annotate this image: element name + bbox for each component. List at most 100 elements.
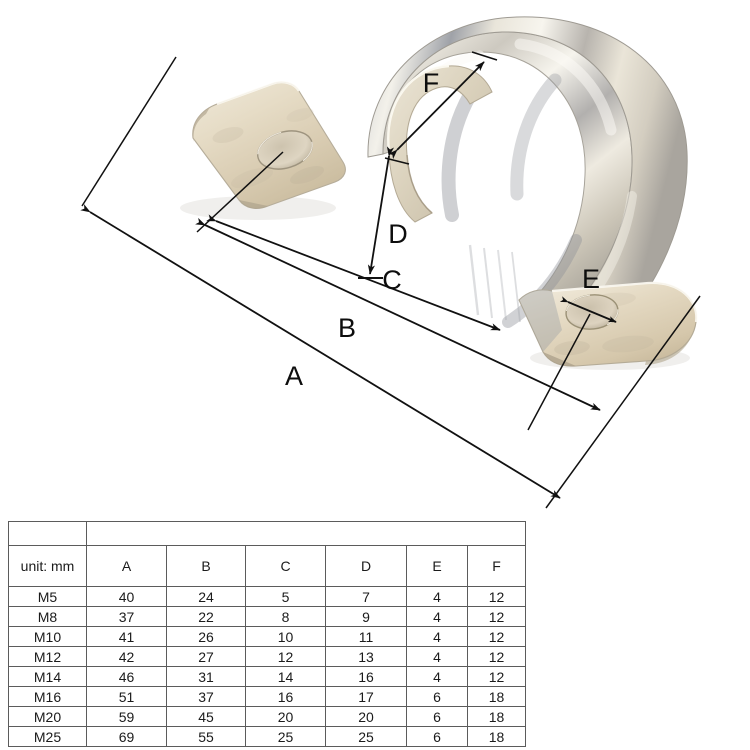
cell-b: 27 [166,646,246,667]
right-flange-edge-thickness [645,322,696,365]
clamp-diagram-svg: A B C D E F [80,16,701,509]
table-header-row: unit: mm A B C D E F [8,545,527,587]
dimension-spec-table: unit: mm A B C D E F M5 40 24 5 7 4 12 M… [8,521,527,747]
dimension-leader-B-right [527,313,591,431]
cell-c: 14 [245,666,326,687]
cell-f: 12 [466,666,527,687]
cell-d: 11 [325,626,407,647]
cell-b: 24 [166,586,246,607]
dimension-line-D [367,146,395,275]
column-header-a: A [86,545,167,587]
dimension-label-D: D [388,219,408,249]
table-row: M25 69 55 25 25 6 18 [8,726,527,747]
row-size: M14 [8,666,87,687]
dimension-line-B-arch-edge [206,214,501,331]
column-header-f: F [466,545,527,587]
cell-e: 4 [406,666,468,687]
table-row: M5 40 24 5 7 4 12 [8,586,527,607]
cell-b: 22 [166,606,246,627]
cell-c: 5 [245,586,326,607]
cell-e: 4 [406,606,468,627]
arch-brush-marks [468,244,521,323]
table-row: M8 37 22 8 9 4 12 [8,606,527,627]
cell-b: 26 [166,626,246,647]
cell-a: 59 [86,706,167,727]
table-row: M20 59 45 20 20 6 18 [8,706,527,727]
cell-a: 42 [86,646,167,667]
table-row: M10 41 26 10 11 4 12 [8,626,527,647]
cell-f: 12 [466,626,527,647]
dimension-label-A: A [285,361,303,391]
dimension-label-E: E [582,264,600,294]
cell-d: 16 [325,666,407,687]
cell-d: 20 [325,706,407,727]
cell-b: 31 [166,666,246,687]
dimension-label-C: C [382,265,402,295]
band-cell-span [85,521,527,546]
left-flange-texture [212,108,325,189]
cell-d: 25 [325,726,407,747]
row-size: M20 [8,706,87,727]
dimension-label-B: B [338,313,356,343]
dimension-line-A [80,204,561,499]
cell-d: 17 [325,686,407,707]
row-size: M25 [8,726,87,747]
dimension-label-F: F [423,68,440,98]
cell-c: 12 [245,646,326,667]
cell-d: 7 [325,586,407,607]
dimension-ext-A-right [545,295,701,509]
left-flange-top-edge [216,81,300,106]
cell-b: 45 [166,706,246,727]
cell-f: 12 [466,606,527,627]
row-size: M10 [8,626,87,647]
cell-e: 6 [406,686,468,707]
dimension-lines-group [80,51,701,509]
cell-a: 37 [86,606,167,627]
dimension-ext-A-left [81,56,177,207]
row-size: M5 [8,586,87,607]
cell-d: 9 [325,606,407,627]
cell-e: 4 [406,586,468,607]
arch-shadow-1 [441,88,477,222]
cell-a: 69 [86,726,167,747]
spec-table-container: unit: mm A B C D E F M5 40 24 5 7 4 12 M… [8,521,527,747]
cell-f: 12 [466,646,527,667]
dimension-ext-F-top [471,51,498,61]
column-header-c: C [245,545,326,587]
cell-e: 6 [406,726,468,747]
column-header-e: E [406,545,468,587]
cell-e: 6 [406,706,468,727]
unit-label-cell: unit: mm [8,545,87,587]
arch-shadow-2 [510,73,562,201]
table-row: M16 51 37 16 17 6 18 [8,686,527,707]
dimension-line-E [559,296,617,323]
dimension-ext-F-bottom [384,157,410,165]
cell-a: 51 [86,686,167,707]
row-size: M8 [8,606,87,627]
cell-b: 55 [166,726,246,747]
cell-f: 18 [466,726,527,747]
cell-a: 46 [86,666,167,687]
arch-highlight-2 [514,38,617,136]
dimension-line-F [387,61,485,160]
cell-b: 37 [166,686,246,707]
cell-c: 16 [245,686,326,707]
left-flange-edge-thickness [192,107,210,142]
table-row: M12 42 27 12 13 4 12 [8,646,527,667]
cell-f: 18 [466,686,527,707]
cell-a: 41 [86,626,167,647]
row-size: M12 [8,646,87,667]
column-header-b: B [166,545,246,587]
cell-c: 20 [245,706,326,727]
cell-c: 25 [245,726,326,747]
cell-d: 13 [325,646,407,667]
left-hole-rim-highlight [257,130,313,170]
table-band-row [8,521,527,546]
cell-a: 40 [86,586,167,607]
cell-f: 18 [466,706,527,727]
cell-e: 4 [406,626,468,647]
cell-e: 4 [406,646,468,667]
cell-c: 8 [245,606,326,627]
row-size: M16 [8,686,87,707]
cell-f: 12 [466,586,527,607]
